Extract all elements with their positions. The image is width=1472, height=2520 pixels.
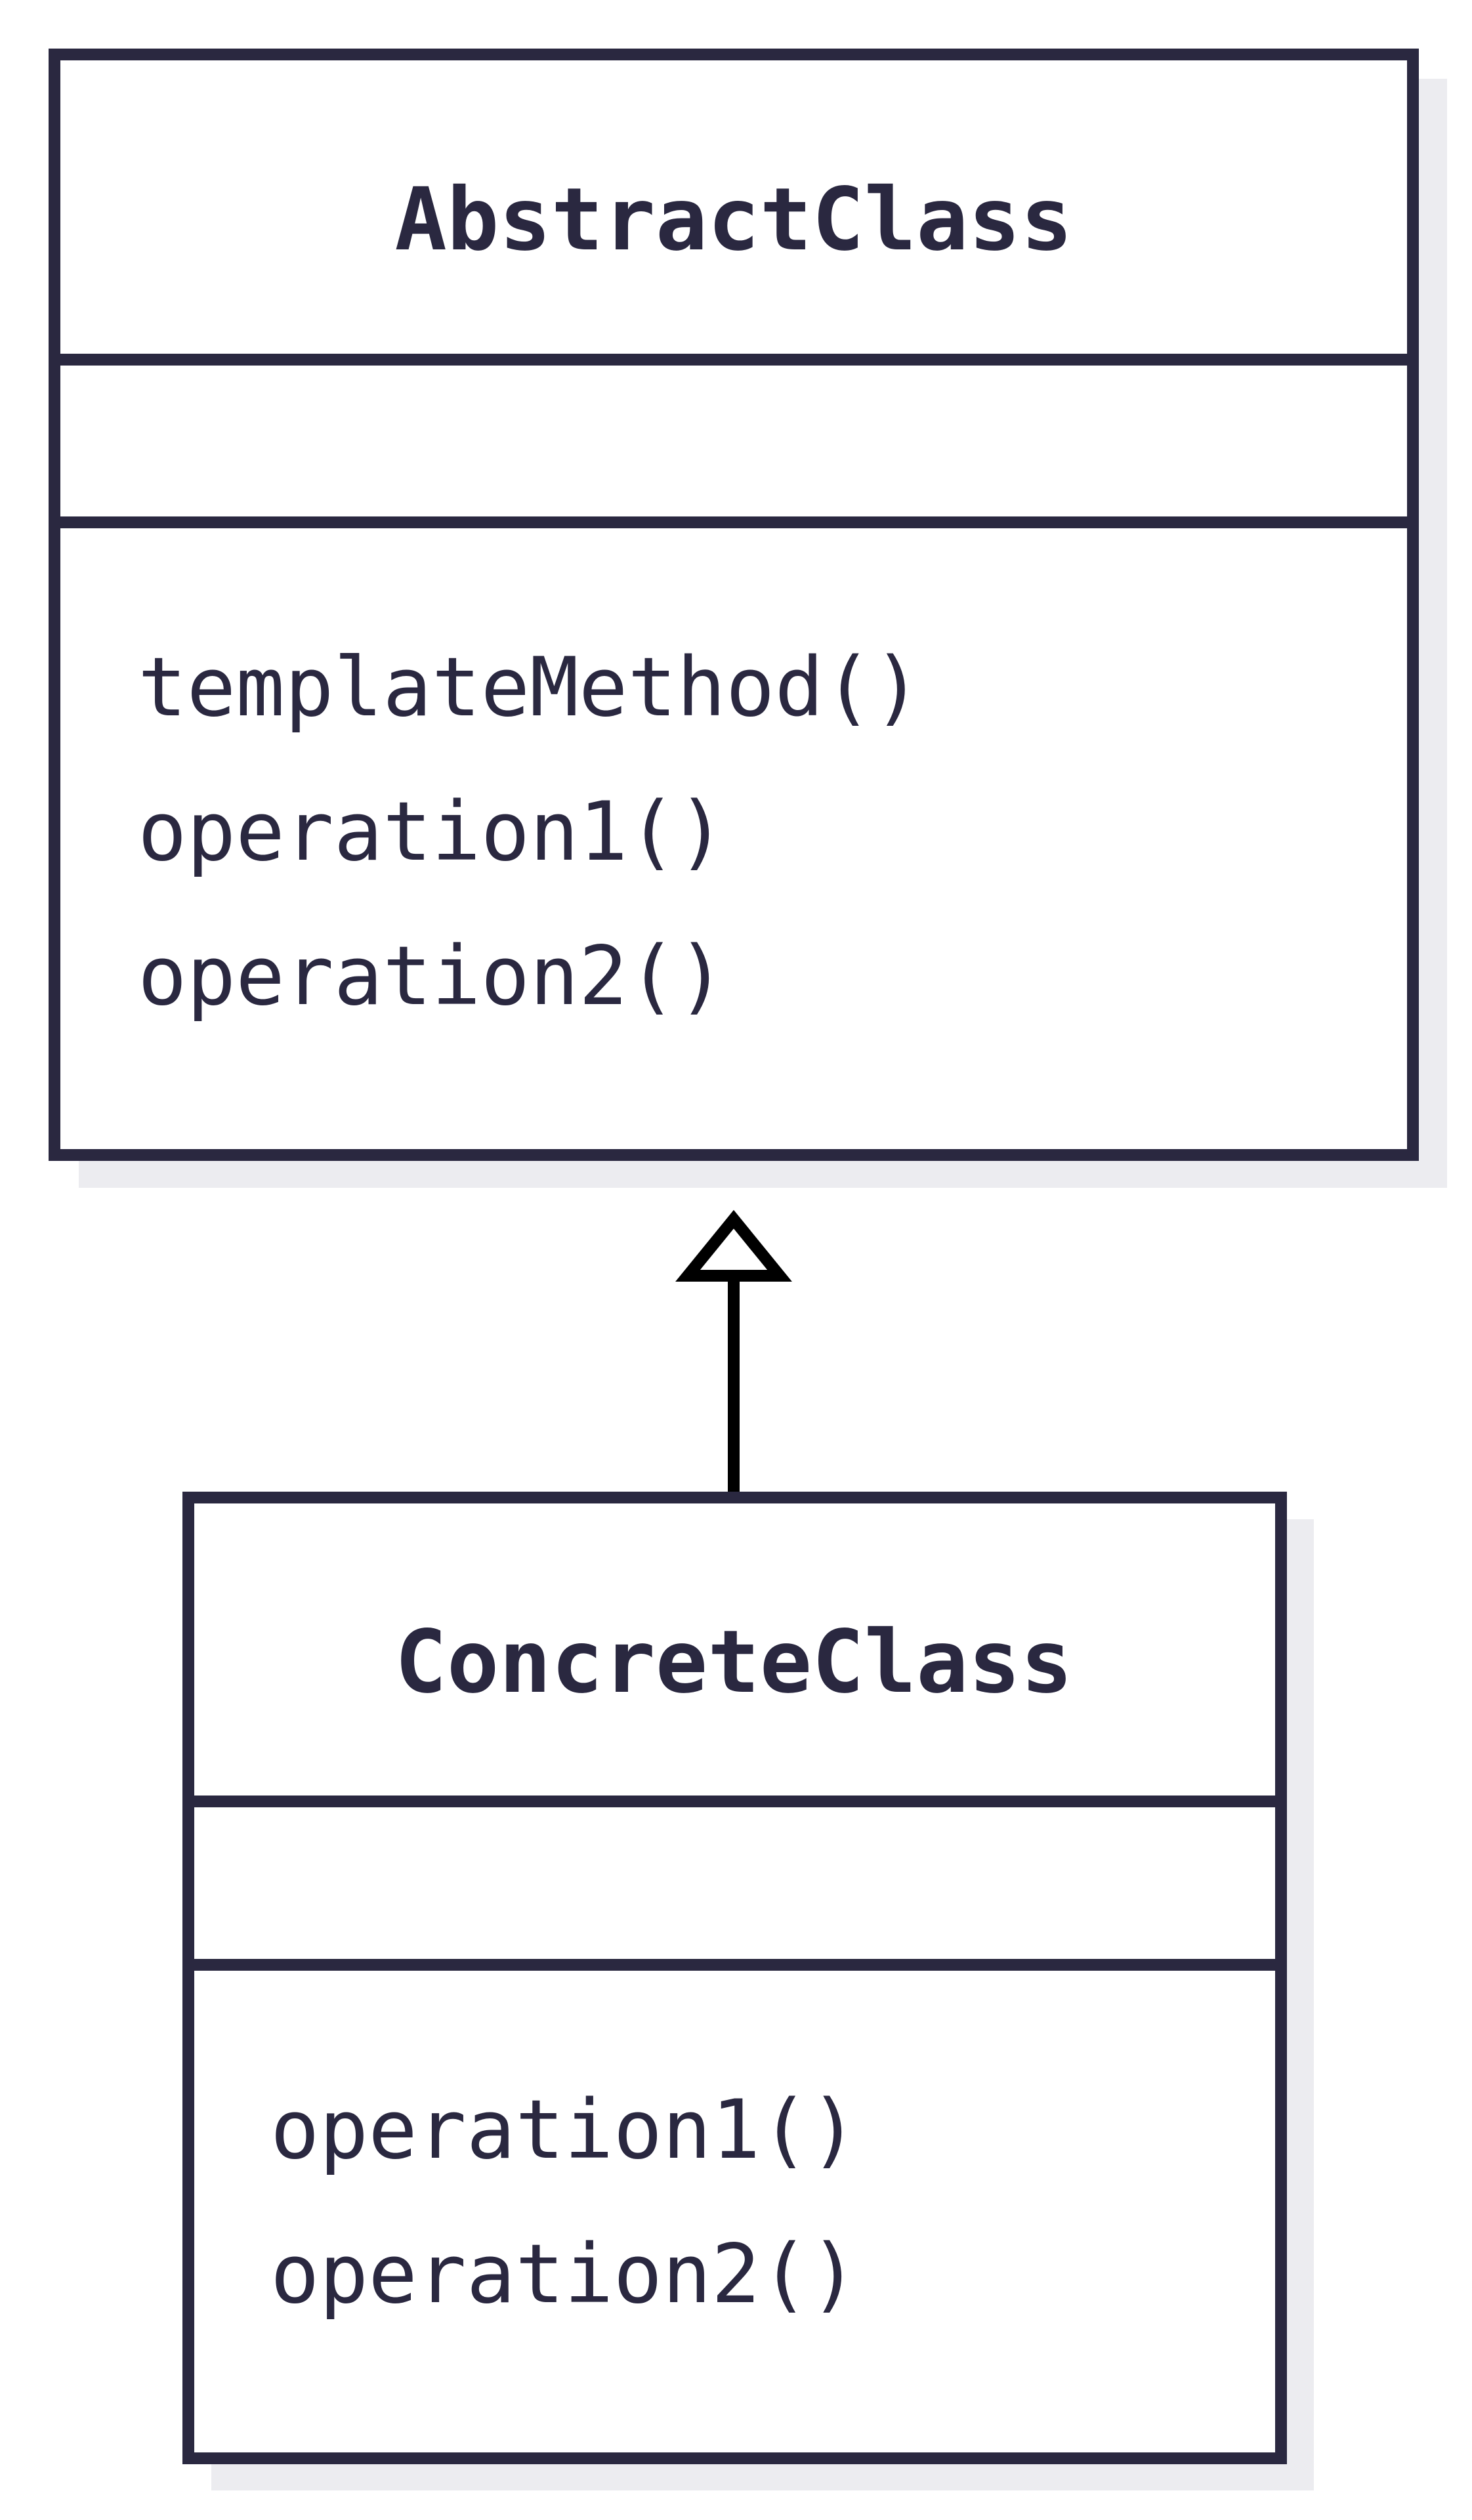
concrete-class-method: operation1() — [270, 2083, 858, 2177]
abstract-class-method: templateMethod() — [138, 640, 921, 735]
concrete-class-box — [182, 1492, 1287, 2464]
concrete-class-name: ConcreteClass — [394, 1612, 1072, 1713]
abstract-class-name: AbstractClass — [394, 169, 1072, 270]
inheritance-arrow-icon — [675, 1209, 792, 1282]
class-concrete-class[interactable]: ConcreteClass operation1() operation2() — [182, 1492, 1314, 2490]
abstract-class-method: operation1() — [138, 785, 726, 879]
class-abstract-class[interactable]: AbstractClass templateMethod() operation… — [49, 49, 1447, 1188]
abstract-class-method: operation2() — [138, 929, 726, 1024]
abstract-class-box — [49, 49, 1419, 1161]
concrete-class-method: operation2() — [270, 2227, 858, 2322]
inheritance-relationship[interactable] — [675, 1209, 792, 1498]
